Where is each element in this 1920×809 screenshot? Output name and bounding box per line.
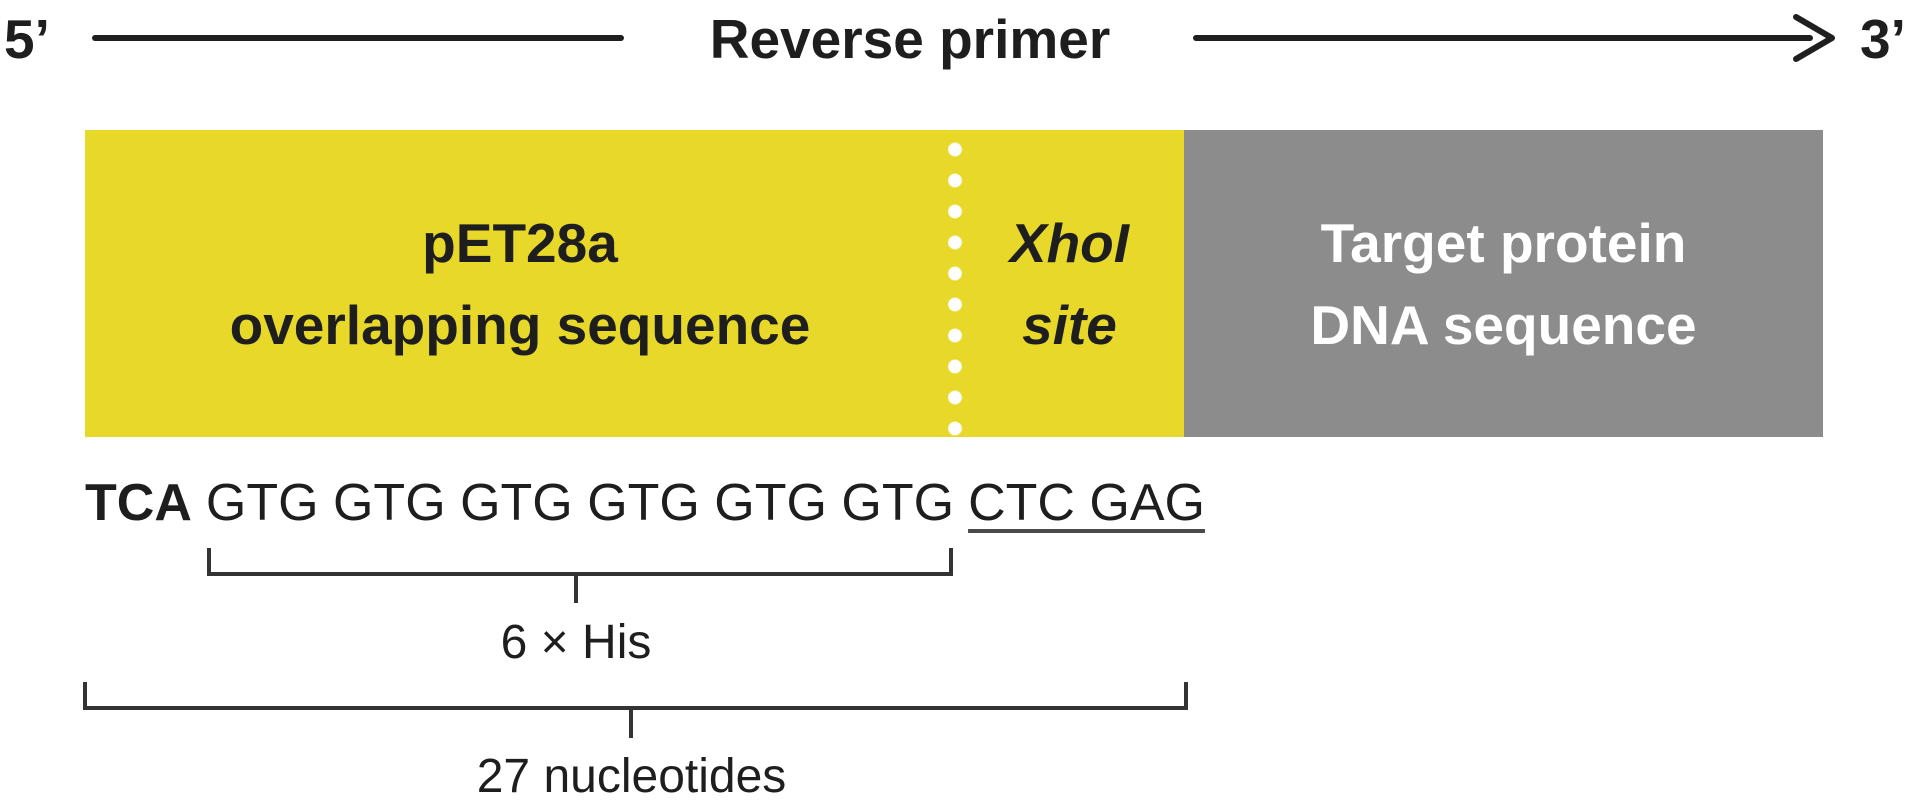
dotted-divider xyxy=(947,130,963,437)
sequence-xhoi-codons: CTC GAG xyxy=(968,474,1205,532)
sequence-his-codons: GTG GTG GTG GTG GTG GTG xyxy=(205,474,955,532)
primer-line-left xyxy=(92,35,624,41)
bar-section-pet28a-overlap: pET28a overlapping sequence xyxy=(85,130,955,437)
five-prime-label: 5’ xyxy=(4,8,50,70)
sequence-overlap-codon: TCA xyxy=(85,474,192,532)
bar-section-xhoi-site: XhoI site xyxy=(955,130,1184,437)
pet28a-label-line2: overlapping sequence xyxy=(229,293,811,356)
arrowhead-icon xyxy=(1793,14,1835,62)
pet28a-label-line1: pET28a xyxy=(422,211,618,274)
target-label-line1: Target protein xyxy=(1320,211,1687,274)
primer-title: Reverse primer xyxy=(709,8,1111,70)
total-length-bracket-tick xyxy=(629,706,633,738)
his-tag-label: 6 × His xyxy=(500,616,652,669)
bar-section-target-protein: Target protein DNA sequence xyxy=(1184,130,1823,437)
total-length-bracket xyxy=(83,682,1188,710)
primer-arrow-right xyxy=(1193,14,1835,62)
his-tag-bracket-tick xyxy=(574,572,578,603)
xhoi-label-line2: site xyxy=(1022,293,1117,356)
total-length-label: 27 nucleotides xyxy=(476,750,787,803)
three-prime-label: 3’ xyxy=(1860,8,1906,70)
his-tag-bracket xyxy=(207,548,953,576)
primer-bar: pET28a overlapping sequence XhoI site Ta… xyxy=(85,130,1823,437)
xhoi-label-line1: XhoI xyxy=(1009,211,1130,274)
target-label-line2: DNA sequence xyxy=(1310,293,1697,356)
